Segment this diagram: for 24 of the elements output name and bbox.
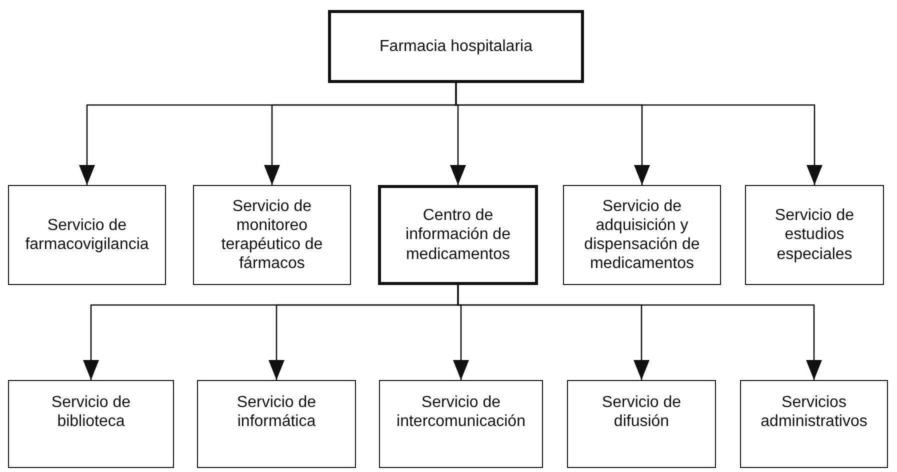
arrow [457,285,822,380]
box-label: Servicio de biblioteca [50,392,132,432]
arrow [455,83,822,185]
org-box [197,380,356,468]
box-label: Servicio de farmacovigilancia [24,216,150,254]
box-label: Servicio de adquisición y dispensación de medicamentos [583,196,701,274]
org-box [328,10,584,83]
org-box [8,380,174,468]
box-label: Servicio de monitoreo terapéutico de fármacos [220,196,324,274]
box-label: Servicio de informática [236,392,318,432]
org-box [379,380,543,468]
box-label: Servicio de intercomunicación [396,392,526,432]
box-label: Servicio de difusión [600,392,682,432]
org-box [740,380,888,468]
box-label: Centro de información de medicamentos [404,206,512,264]
org-box [745,185,884,285]
org-box [567,380,716,468]
org-box [8,185,166,285]
box-label: Farmacia hospitalaria [380,36,532,56]
org-box [563,185,721,285]
box-label: Servicio de estudios especiales [774,206,856,264]
box-label: Servicios administrativos [760,392,868,432]
org-box [193,185,351,285]
org-box [378,185,538,285]
